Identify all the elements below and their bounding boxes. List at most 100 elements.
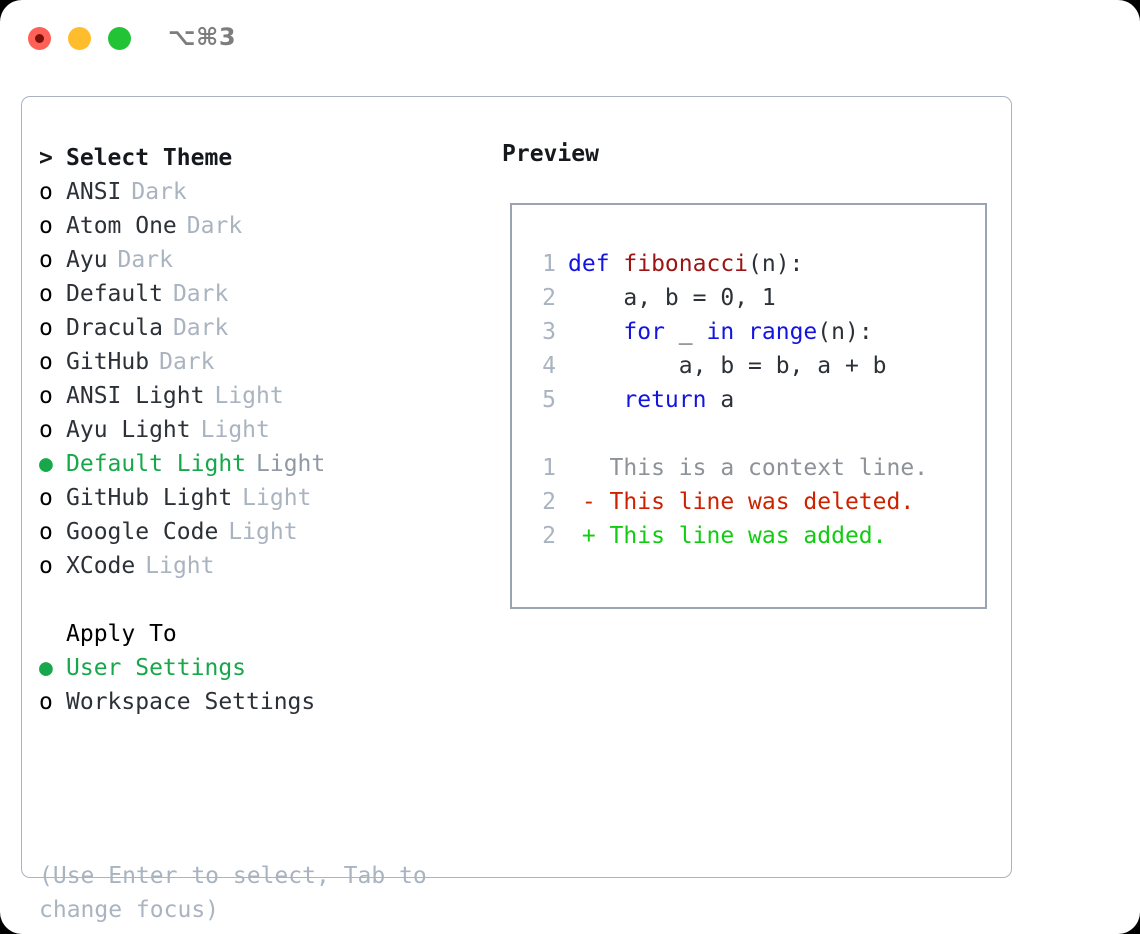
apply-to-item-label: User Settings (66, 655, 247, 681)
theme-item-category: Dark (186, 213, 243, 239)
theme-list-item[interactable]: o GitHub Light Light (39, 481, 489, 515)
select-theme-header: > Select Theme (39, 141, 489, 175)
theme-item-label: GitHub Light (66, 485, 233, 511)
radio-unselected-icon: o (39, 349, 53, 375)
line-number: 2 (542, 285, 556, 311)
line-number: 1 (542, 455, 556, 481)
theme-list-item[interactable]: o ANSI Light Light (39, 379, 489, 413)
theme-item-category: Light (242, 485, 312, 511)
apply-to-header: Apply To (39, 617, 489, 651)
select-theme-header-label: Select Theme (66, 145, 233, 171)
theme-item-category: Dark (131, 179, 187, 205)
radio-unselected-icon: o (39, 179, 53, 205)
code-token: (n): (817, 319, 873, 345)
diff-line-text: - This line was deleted. (568, 489, 915, 515)
radio-unselected-icon: o (39, 485, 53, 511)
diff-line-text: + This line was added. (568, 523, 887, 549)
diff-line: 2 + This line was added. (530, 519, 928, 553)
theme-list-item[interactable]: ● Default Light Light (39, 447, 489, 481)
theme-item-label: Ayu (66, 247, 108, 273)
radio-unselected-icon: o (39, 417, 53, 443)
line-number: 5 (542, 387, 556, 413)
code-token: def (568, 251, 624, 277)
radio-unselected-icon: o (39, 213, 53, 239)
theme-item-category: Dark (172, 315, 229, 341)
keyboard-shortcut-label: ⌥⌘3 (168, 23, 237, 51)
code-token: return (623, 387, 707, 413)
theme-item-label: ANSI Light (66, 383, 205, 409)
code-line: 2 a, b = 0, 1 (530, 281, 928, 315)
line-number: 3 (542, 319, 556, 345)
radio-unselected-icon: o (39, 281, 53, 307)
apply-to-item[interactable]: o Workspace Settings (39, 685, 489, 719)
apply-to-list: ● User Settings o Workspace Settings (39, 651, 489, 719)
keyboard-hint: (Use Enter to select, Tab to change focu… (39, 863, 427, 923)
theme-item-category: Light (228, 519, 298, 545)
code-line: 5 return a (530, 383, 928, 417)
title-bar: ⌥⌘3 (0, 0, 1140, 78)
diff-line: 2 - This line was deleted. (530, 485, 928, 519)
apply-to-item-label: Workspace Settings (66, 689, 316, 715)
code-token: a, b = b, a + b (568, 353, 887, 379)
diff-line-text: This is a context line. (568, 455, 929, 481)
line-number: 2 (542, 523, 556, 549)
code-token: a, b = 0, 1 (568, 285, 776, 311)
minimize-button[interactable] (68, 27, 91, 50)
apply-to-item[interactable]: ● User Settings (39, 651, 489, 685)
code-token (568, 387, 623, 413)
theme-item-label: Atom One (66, 213, 177, 239)
code-line: 3 for _ in range(n): (530, 315, 928, 349)
line-number: 1 (542, 251, 556, 277)
code-token: for (623, 319, 665, 345)
theme-item-label: Default (66, 281, 163, 307)
radio-unselected-icon: o (39, 383, 53, 409)
close-button[interactable] (28, 27, 51, 50)
radio-unselected-icon: o (39, 553, 53, 579)
code-token: range (748, 319, 818, 345)
radio-unselected-icon: o (39, 689, 53, 715)
close-icon (35, 34, 44, 43)
radio-unselected-icon: o (39, 247, 53, 273)
line-number: 2 (542, 489, 556, 515)
radio-selected-icon: ● (39, 451, 53, 477)
theme-item-label: GitHub (66, 349, 150, 375)
code-token: (n): (748, 251, 804, 277)
theme-item-label: Ayu Light (66, 417, 191, 443)
radio-selected-icon: ● (39, 655, 53, 681)
code-token: in (706, 319, 749, 345)
radio-unselected-icon: o (39, 315, 53, 341)
preview-title: Preview (502, 141, 599, 167)
apply-to-header-label: Apply To (66, 621, 177, 647)
theme-list-item[interactable]: o Atom One Dark (39, 209, 489, 243)
theme-item-category: Light (214, 383, 284, 409)
theme-list-item[interactable]: o Ayu Dark (39, 243, 489, 277)
code-line: 4 a, b = b, a + b (530, 349, 928, 383)
code-token: a (706, 387, 735, 413)
code-token: _ (664, 319, 707, 345)
maximize-button[interactable] (108, 27, 131, 50)
code-diff-separator (530, 417, 928, 451)
theme-item-label: XCode (66, 553, 136, 579)
focus-caret-icon: > (39, 145, 53, 171)
theme-item-category: Dark (172, 281, 229, 307)
theme-item-category: Light (256, 451, 326, 477)
theme-item-category: Dark (117, 247, 173, 273)
diff-line: 1 This is a context line. (530, 451, 928, 485)
code-token (568, 319, 623, 345)
theme-item-label: Google Code (66, 519, 219, 545)
theme-list-item[interactable]: o Default Dark (39, 277, 489, 311)
theme-item-label: Default Light (66, 451, 247, 477)
